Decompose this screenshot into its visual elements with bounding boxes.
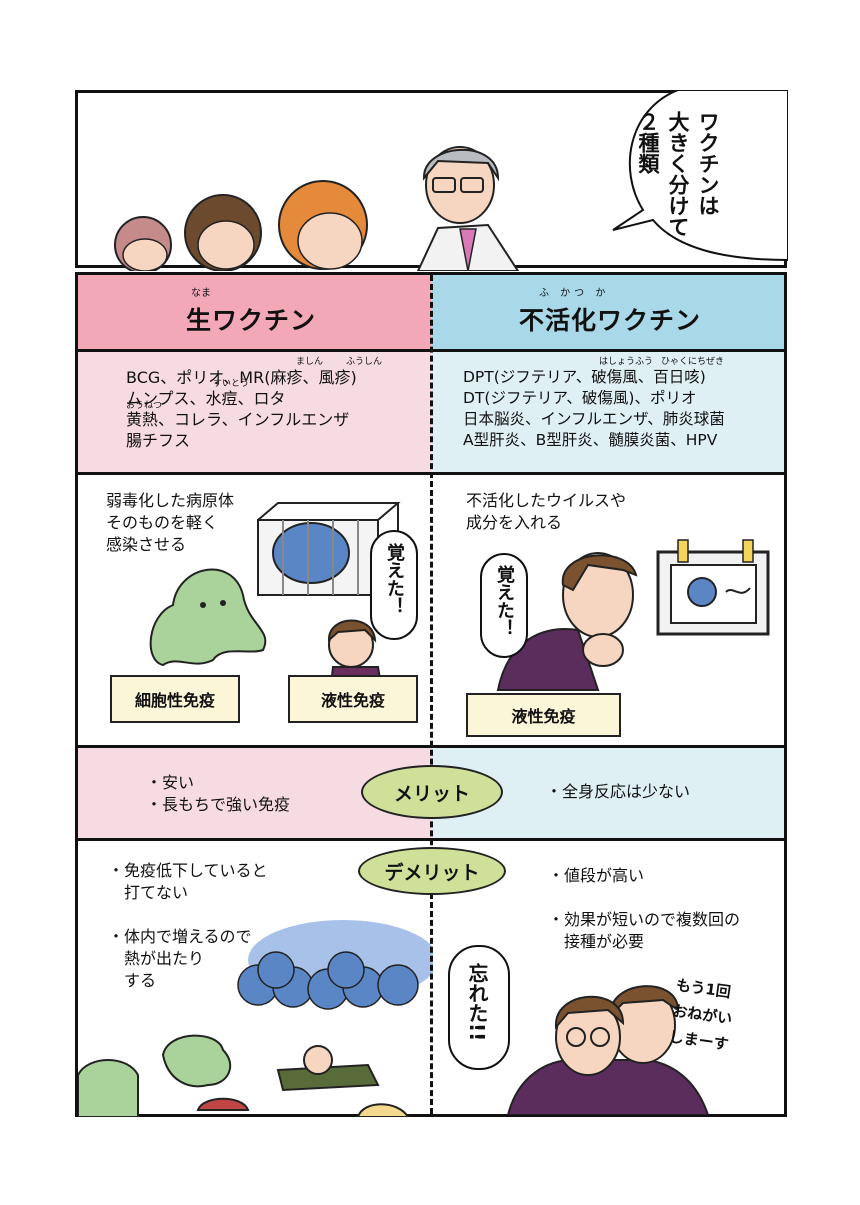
inactivated-header-cell: ふ かつ か 不活化ワクチン xyxy=(431,275,784,349)
inactivated-mechanism-illustration xyxy=(496,539,770,691)
inactivated-demerits: ・値段が高い ・効果が短いので複数回の 接種が必要 xyxy=(548,866,741,951)
forgot-bubble-text: 忘れた!! xyxy=(465,963,489,1042)
live-demerits: ・免疫低下していると 打てない ・体内で増えるので 熱が出たり する xyxy=(108,861,268,990)
speech-text: ワクチンは 大きく分けて ２種類 xyxy=(636,111,720,237)
cell-immunity-label: 細胞性免疫 xyxy=(110,675,240,723)
characters-illustration xyxy=(114,146,520,271)
ruby-suitou: すいとう xyxy=(213,379,250,389)
live-merits: ・安い ・長もちで強い免疫 xyxy=(146,773,291,814)
vaccine-comparison-chart: なま 生ワクチン ふ かつ か 不活化ワクチン ましん ふうしん すいとう おう… xyxy=(75,272,787,1117)
live-examples-cell: ましん ふうしん すいとう おうねつ BCG、ポリオ、MR(麻疹、風疹) ムンプ… xyxy=(78,352,431,472)
inactivated-merits: ・全身反応は少ない xyxy=(546,782,691,801)
virus-crowd-illustration xyxy=(237,920,433,1010)
inactivated-humoral-immunity-label: 液性免疫 xyxy=(466,693,621,737)
sick-characters-illustration xyxy=(78,1034,410,1117)
live-vaccine-title: 生ワクチン xyxy=(186,306,317,335)
ruby-hashoufu: はしょうふう xyxy=(599,357,654,367)
ruby-ounetsu: おうねつ xyxy=(126,401,163,411)
live-speech-bubble xyxy=(370,530,418,640)
live-header-cell: なま 生ワクチン xyxy=(78,275,431,349)
ruby-mashin: ましん xyxy=(296,357,324,367)
intro-panel: ワクチンは 大きく分けて ２種類 xyxy=(75,90,788,271)
forgetful-characters-illustration xyxy=(506,985,710,1115)
ruby-fushin: ふうしん xyxy=(346,357,383,367)
inactivated-description: 不活化したウイルスや 成分を入れる xyxy=(466,491,627,532)
inactivated-examples-list: DPT(ジフテリア、破傷風、百日咳) DT(ジフテリア、破傷風)、ポリオ 日本脳… xyxy=(463,368,725,449)
live-title-ruby: なま xyxy=(191,288,211,299)
inactivated-title-ruby: ふ かつ か xyxy=(539,288,610,299)
inactivated-examples-cell: はしょうふう ひゃくにちぜき DPT(ジフテリア、破傷風、百日咳) DT(ジフテ… xyxy=(431,352,784,472)
forgot-speech-bubble xyxy=(448,945,510,1070)
live-description: 弱毒化した病原体 そのものを軽く 感染させる xyxy=(106,491,235,554)
demerit-label: デメリット xyxy=(358,847,506,895)
live-examples-list: BCG、ポリオ、MR(麻疹、風疹) ムンプス、水痘、ロタ 黄熱、コレラ、インフル… xyxy=(126,368,357,450)
live-humoral-immunity-label: 液性免疫 xyxy=(288,675,418,723)
speech-bubble xyxy=(612,90,788,262)
merit-label: メリット xyxy=(361,765,503,819)
inactivated-vaccine-title: 不活化ワクチン xyxy=(519,306,702,335)
inactivated-speech-bubble xyxy=(480,553,528,658)
handwritten-request: もう1回 おねがい しまーす xyxy=(667,975,734,1054)
inactivated-bubble-text: 覚えた！ xyxy=(494,565,515,637)
ruby-hyakunichi: ひゃくにちぜき xyxy=(661,357,725,367)
live-bubble-text: 覚えた！ xyxy=(384,543,405,615)
